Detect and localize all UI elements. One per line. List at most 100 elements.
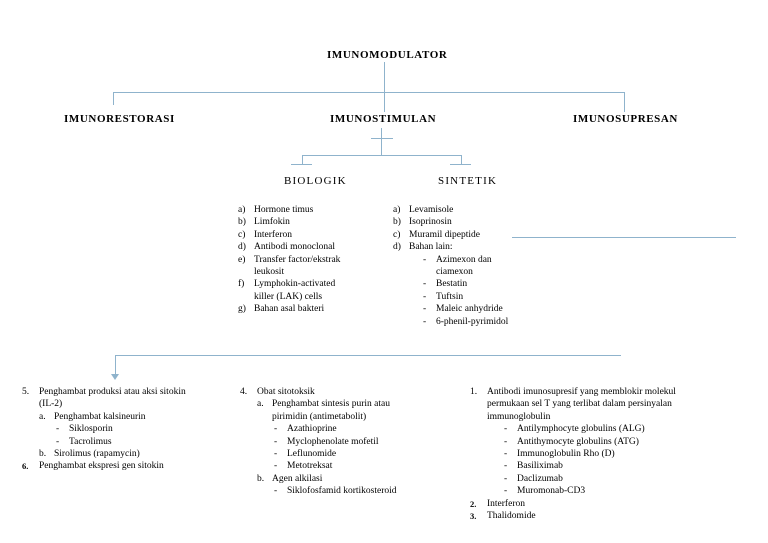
list-text: Tacrolimus xyxy=(69,436,112,447)
list-text: Transfer factor/ekstrak xyxy=(254,254,341,265)
list-text: Penghambat sintesis purin atau xyxy=(272,399,390,410)
list-marker: f) xyxy=(238,279,245,290)
list-marker: b) xyxy=(238,217,246,228)
list-text: Interferon xyxy=(254,229,292,240)
list-text: Siklofosfamid kortikosteroid xyxy=(287,486,397,497)
connector-level1-bus xyxy=(113,92,625,93)
list-item: f) Lymphokin-activated xyxy=(238,278,388,290)
list-marker: - xyxy=(56,436,60,447)
list-item: a) Hormone timus xyxy=(238,204,388,216)
list-marker: 2. xyxy=(470,498,477,509)
list-subitem-continuation: ciamexon xyxy=(393,266,553,278)
list-text: Muromonab-CD3 xyxy=(517,486,586,497)
list-marker: 3. xyxy=(470,511,477,522)
list-item: 5. Penghambat produksi atau aksi sitokin xyxy=(22,386,227,398)
list-subitem: a. Penghambat sintesis purin atau xyxy=(240,398,450,410)
connector-biologik-cap xyxy=(291,164,312,165)
sintetik-list: a) Levamisole b) Isoprinosin c) Muramil … xyxy=(393,204,553,328)
list-marker: - xyxy=(274,486,278,497)
list-text: Tuftsin xyxy=(436,291,464,302)
list-subitem: - Azimexon dan xyxy=(393,254,553,266)
list-text: Antibodi monoclonal xyxy=(254,242,336,253)
list-item: e) Transfer factor/ekstrak xyxy=(238,254,388,266)
list-marker: d) xyxy=(393,242,401,253)
connector-stimulan-stem xyxy=(371,138,393,139)
connector-supresan-feed xyxy=(512,237,736,238)
list-subitem: - Siklosporin xyxy=(22,423,227,435)
list-item: 6. Penghambat ekspresi gen sitokin xyxy=(22,460,227,472)
arrow-down-icon xyxy=(111,374,119,380)
list-text: 6-phenil-pyrimidol xyxy=(436,316,509,327)
biologik-list: a) Hormone timus b) Limfokin c) Interfer… xyxy=(238,204,388,316)
list-marker: - xyxy=(504,449,508,460)
list-text: Agen alkilasi xyxy=(272,473,323,484)
list-marker: 4. xyxy=(240,387,248,397)
list-marker: a) xyxy=(238,205,246,215)
list-item-continuation: killer (LAK) cells xyxy=(238,291,388,303)
list-item: a) Levamisole xyxy=(393,204,553,216)
list-subitem: - Azathioprine xyxy=(240,423,450,435)
list-marker: b. xyxy=(39,449,47,460)
list-item: 4. Obat sitotoksik xyxy=(240,386,450,398)
list-marker: - xyxy=(423,254,427,265)
list-marker: 5. xyxy=(22,387,30,397)
list-subitem: b. Agen alkilasi xyxy=(240,473,450,485)
list-text: (IL-2) xyxy=(39,399,63,410)
list-item: b) Limfokin xyxy=(238,216,388,228)
list-marker: - xyxy=(504,473,508,484)
branch-heading-imunosupresan: IMUNOSUPRESAN xyxy=(573,113,678,125)
bottom-middle-column: 4. Obat sitotoksik a. Penghambat sintesi… xyxy=(240,386,450,498)
list-text: Sirolimus (rapamycin) xyxy=(54,449,140,460)
list-subitem: - Tuftsin xyxy=(393,291,553,303)
list-subitem: - Maleic anhydride xyxy=(393,303,553,315)
list-item: 1. Antibodi imunosupresif yang memblokir… xyxy=(470,386,726,398)
list-marker: - xyxy=(504,461,508,472)
list-item-continuation: immunoglobulin xyxy=(470,411,726,423)
connector-stimulan-vertical xyxy=(381,128,382,155)
list-text: Daclizumab xyxy=(517,473,563,484)
list-item-continuation: (IL-2) xyxy=(22,398,227,410)
connector-bottom-bus xyxy=(115,355,621,356)
list-marker: - xyxy=(423,304,427,315)
connector-sintetik-cap xyxy=(450,164,471,165)
list-marker: b. xyxy=(257,473,265,484)
list-text: Leflunomide xyxy=(287,449,337,460)
list-item: d) Bahan lain: xyxy=(393,241,553,253)
connector-drop-imunosupresan xyxy=(624,92,625,112)
list-marker: b) xyxy=(393,217,401,228)
connector-drop-imunorestorasi xyxy=(113,92,114,105)
list-text: Thalidomide xyxy=(487,511,536,522)
list-text: Azimexon dan xyxy=(436,254,492,265)
list-subitem-continuation: pirimidin (antimetabolit) xyxy=(240,411,450,423)
list-marker: d) xyxy=(238,242,246,253)
list-subitem: - Myclophenolate mofetil xyxy=(240,436,450,448)
list-item: 3. Thalidomide xyxy=(470,510,726,522)
list-marker: - xyxy=(504,486,508,497)
list-marker: - xyxy=(274,424,278,435)
list-marker: - xyxy=(423,279,427,290)
list-text: Obat sitotoksik xyxy=(257,387,315,397)
list-subitem: - Tacrolimus xyxy=(22,436,227,448)
list-text: leukosit xyxy=(254,267,285,278)
list-text: Lymphokin-activated xyxy=(254,279,336,290)
list-marker: c) xyxy=(393,229,401,240)
list-marker: g) xyxy=(238,304,246,315)
list-marker: e) xyxy=(238,254,246,265)
list-text: pirimidin (antimetabolit) xyxy=(272,411,367,422)
list-item: b) Isoprinosin xyxy=(393,216,553,228)
list-subitem: - Basiliximab xyxy=(470,460,726,472)
list-item: g) Bahan asal bakteri xyxy=(238,303,388,315)
list-text: immunoglobulin xyxy=(487,411,551,422)
list-text: Bahan lain: xyxy=(409,242,453,253)
list-marker: a. xyxy=(39,411,46,422)
list-marker: a) xyxy=(393,205,401,215)
list-marker: a. xyxy=(257,399,264,410)
list-subitem: - Antilymphocyte globulins (ALG) xyxy=(470,423,726,435)
connector-drop-imunostimulan xyxy=(384,92,385,112)
list-marker: 1. xyxy=(470,387,478,397)
list-item: c) Interferon xyxy=(238,229,388,241)
list-subitem: - Leflunomide xyxy=(240,448,450,460)
list-subitem: b. Sirolimus (rapamycin) xyxy=(22,448,227,460)
connector-level2-bus xyxy=(302,155,462,156)
